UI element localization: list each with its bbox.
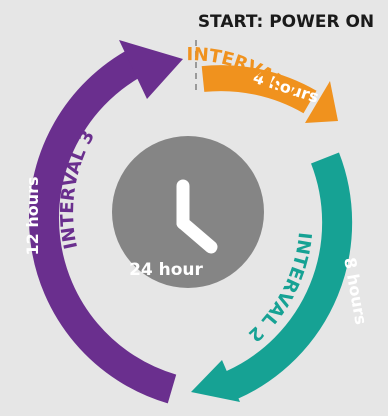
start-label: START: POWER ON: [198, 12, 374, 32]
interval-2-duration: 8 hours: [340, 256, 371, 326]
interval-3-duration: 12 hours: [23, 176, 42, 255]
interval-2-arrow: [191, 152, 353, 402]
clock-center-label: 24 hour: [129, 260, 203, 280]
interval-1-arrowhead: [305, 81, 338, 123]
clock-icon: [176, 179, 218, 254]
interval-1-arrow: [201, 65, 338, 123]
interval-2-arrowhead: [191, 360, 240, 402]
interval-3-arrowhead: [119, 40, 183, 99]
interval-3-arrow: [28, 40, 183, 404]
